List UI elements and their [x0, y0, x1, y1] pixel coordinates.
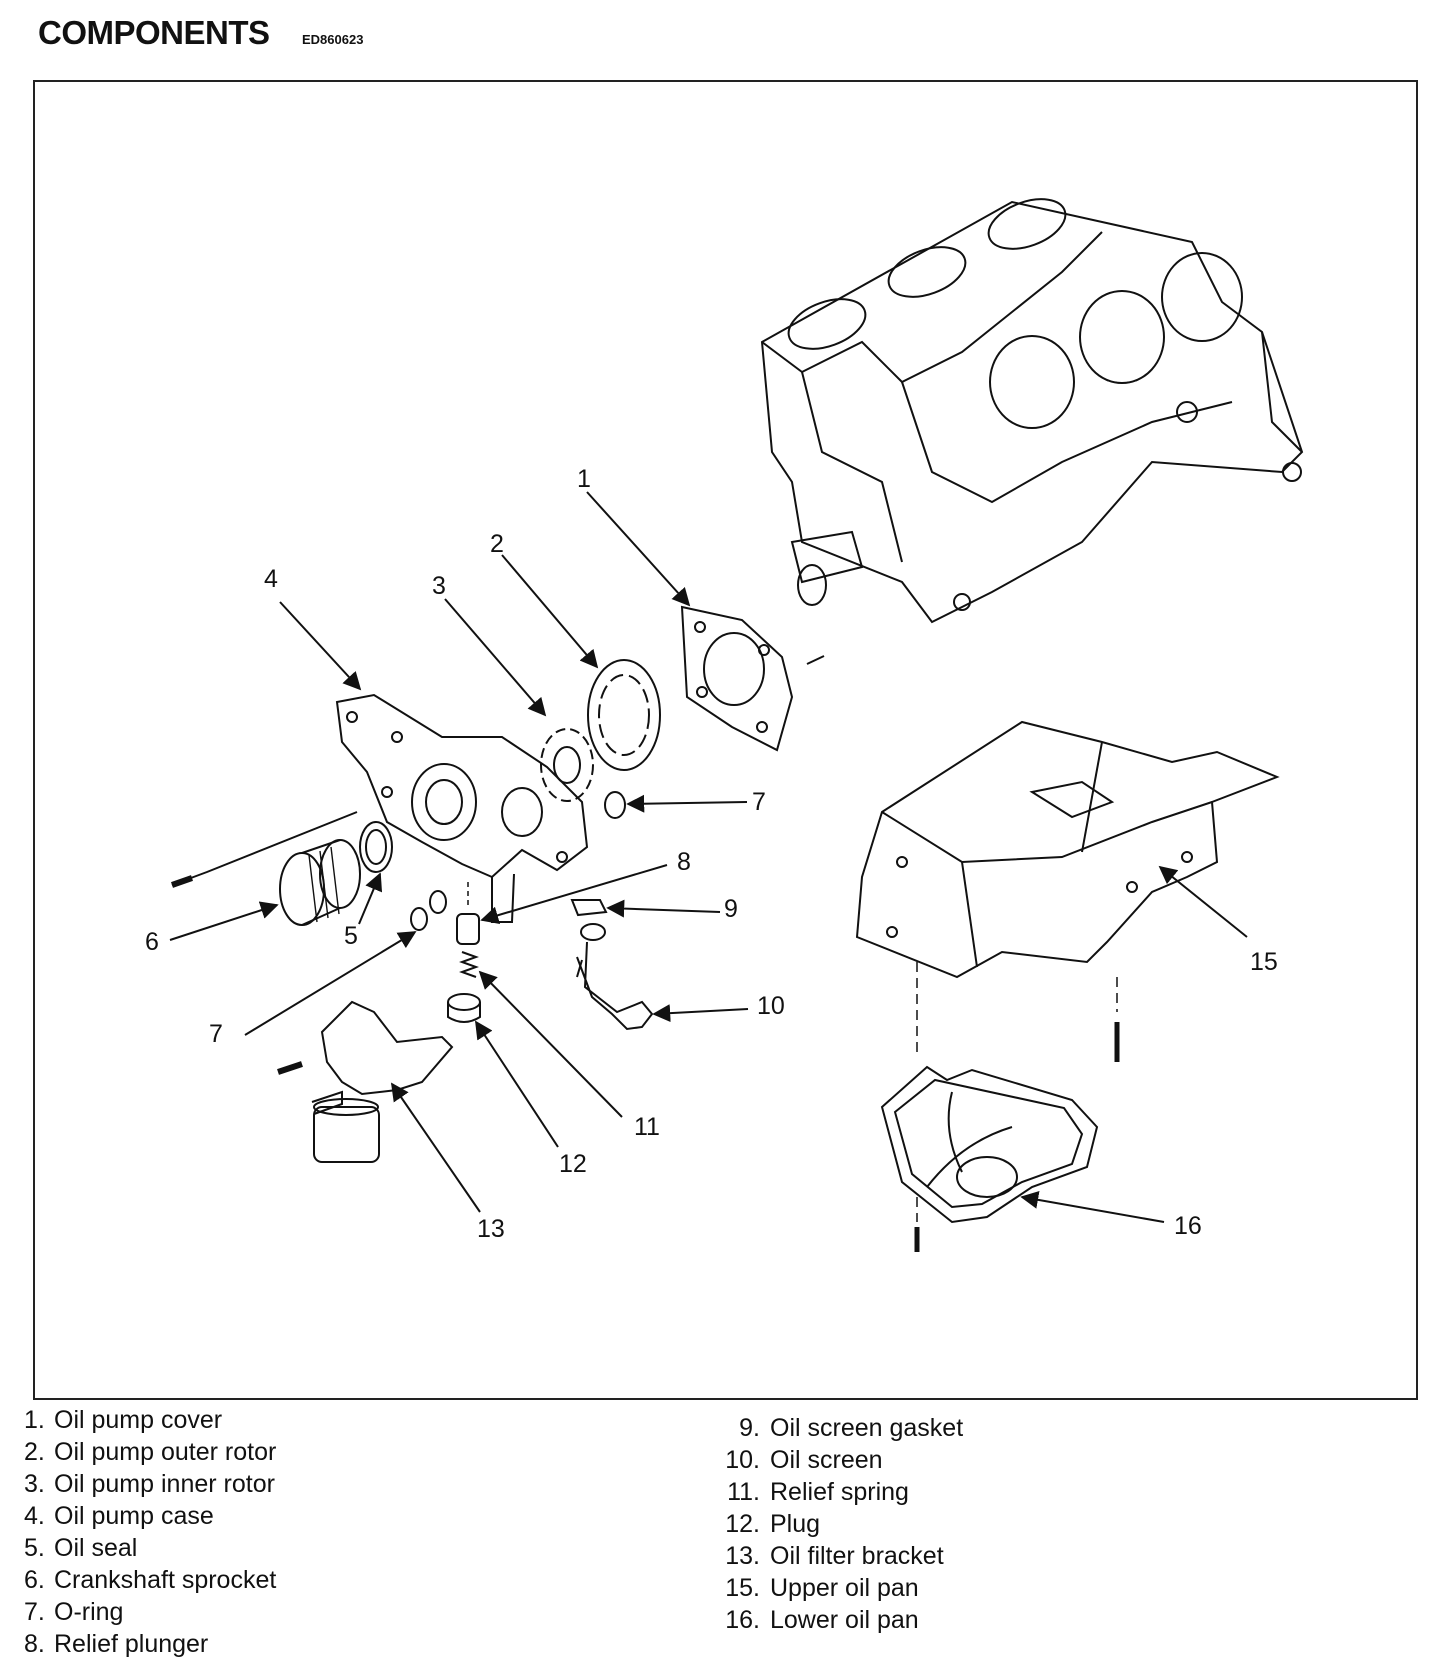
legend-label: O-ring — [54, 1598, 124, 1626]
callout-12: 12 — [559, 1150, 587, 1178]
legend-label: Oil screen gasket — [770, 1414, 964, 1442]
legend-item: 1. Oil pump cover — [24, 1404, 276, 1436]
legend-label: Upper oil pan — [770, 1574, 919, 1602]
callout-10: 10 — [757, 992, 785, 1020]
legend-number: 15. — [725, 1574, 760, 1602]
legend-item: 6. Crankshaft sprocket — [24, 1564, 276, 1596]
oil-pump-inner-rotor — [540, 728, 594, 802]
o-ring-lower — [410, 907, 428, 931]
legend-label: Oil pump outer rotor — [54, 1438, 277, 1466]
legend-number: 5. — [24, 1534, 45, 1562]
legend-number: 6. — [24, 1566, 45, 1594]
crankshaft-sprocket — [279, 839, 361, 926]
legend-label: Oil screen — [770, 1446, 883, 1474]
legend-number: 3. — [24, 1470, 45, 1498]
legend-label: Oil pump inner rotor — [54, 1470, 275, 1498]
legend-item: 7. O-ring — [24, 1596, 276, 1628]
legend-item: 15. Upper oil pan — [720, 1572, 963, 1604]
exploded-view-diagram: 1 2 3 4 5 6 7 7 8 9 10 11 12 13 15 16 — [145, 198, 1304, 1252]
engine-block — [760, 198, 1304, 624]
legend-number: 10. — [725, 1446, 760, 1474]
oil-pump-case — [335, 693, 589, 923]
relief-spring — [459, 951, 479, 978]
legend-number: 11. — [727, 1478, 760, 1506]
leader-lines — [169, 491, 1248, 1223]
legend-item: 12. Plug — [720, 1508, 963, 1540]
callout-4: 4 — [264, 565, 278, 593]
callout-3: 3 — [432, 572, 446, 600]
lower-oil-pan — [880, 1065, 1099, 1252]
legend-number: 12. — [725, 1510, 760, 1538]
callout-2: 2 — [490, 530, 504, 558]
relief-plunger — [456, 882, 480, 945]
legend-right: 9. Oil screen gasket 10. Oil screen 11. Rel… — [720, 1412, 963, 1636]
legend-label: Relief spring — [770, 1478, 909, 1506]
legend-label: Oil filter bracket — [770, 1542, 944, 1570]
legend-item: 4. Oil pump case — [24, 1500, 276, 1532]
legend-number: 16. — [725, 1606, 760, 1634]
legend-number: 8. — [24, 1630, 45, 1658]
callout-labels: 1 2 3 4 5 6 7 7 8 9 10 11 12 13 15 16 — [145, 465, 1278, 1243]
legend-label: Plug — [770, 1510, 821, 1538]
legend-item: 8. Relief plunger — [24, 1628, 276, 1660]
callout-11: 11 — [634, 1113, 660, 1141]
oil-pump-outer-rotor — [587, 659, 661, 771]
legend-label: Lower oil pan — [770, 1606, 919, 1634]
page-title: COMPONENTS — [38, 14, 270, 51]
upper-oil-pan — [855, 720, 1280, 1062]
plug — [447, 993, 481, 1023]
legend-number: 4. — [24, 1502, 45, 1530]
legend-item: 11. Relief spring — [720, 1476, 963, 1508]
legend-item: 13. Oil filter bracket — [720, 1540, 963, 1572]
oil-filter-bracket — [277, 1000, 454, 1163]
legend-label: Oil pump cover — [54, 1406, 223, 1434]
o-ring-upper — [604, 791, 626, 819]
legend-item: 16. Lower oil pan — [720, 1604, 963, 1636]
callout-1: 1 — [577, 465, 591, 493]
oil-screen-gasket — [570, 899, 608, 941]
document-code: ED860623 — [302, 32, 364, 47]
diagram-frame: 1 2 3 4 5 6 7 7 8 9 10 11 12 13 15 16 — [33, 80, 1418, 1400]
legend-number: 7. — [24, 1598, 45, 1626]
callout-5: 5 — [344, 922, 358, 950]
legend-left: 1.Oil pump cover 2.Oil pump outer rotor … — [24, 1404, 276, 1660]
callout-6: 6 — [145, 928, 159, 956]
callout-7-upper: 7 — [752, 788, 766, 816]
callout-15: 15 — [1250, 948, 1278, 976]
legend-item: 5. Oil seal — [24, 1532, 276, 1564]
legend-item: 3. Oil pump inner rotor — [24, 1468, 276, 1500]
callout-8: 8 — [677, 848, 691, 876]
callout-7-lower: 7 — [209, 1020, 223, 1048]
legend-number: 9. — [739, 1414, 760, 1442]
oil-seal — [359, 821, 393, 873]
callout-9: 9 — [724, 895, 738, 923]
legend-label: Crankshaft sprocket — [54, 1566, 277, 1594]
legend-label: Oil seal — [54, 1534, 138, 1562]
callout-16: 16 — [1174, 1212, 1202, 1240]
oil-pump-cover — [680, 605, 825, 752]
legend-number: 1. — [24, 1406, 45, 1434]
callout-13: 13 — [477, 1215, 505, 1243]
legend-number: 13. — [725, 1542, 760, 1570]
legend-number: 2. — [24, 1438, 45, 1466]
legend-label: Oil pump case — [54, 1502, 214, 1530]
oil-screen — [576, 941, 654, 1031]
legend-item: 2. Oil pump outer rotor — [24, 1436, 276, 1468]
legend-item: 9. Oil screen gasket — [720, 1412, 963, 1444]
legend-item: 10. Oil screen — [720, 1444, 963, 1476]
legend-label: Relief plunger — [54, 1630, 209, 1658]
